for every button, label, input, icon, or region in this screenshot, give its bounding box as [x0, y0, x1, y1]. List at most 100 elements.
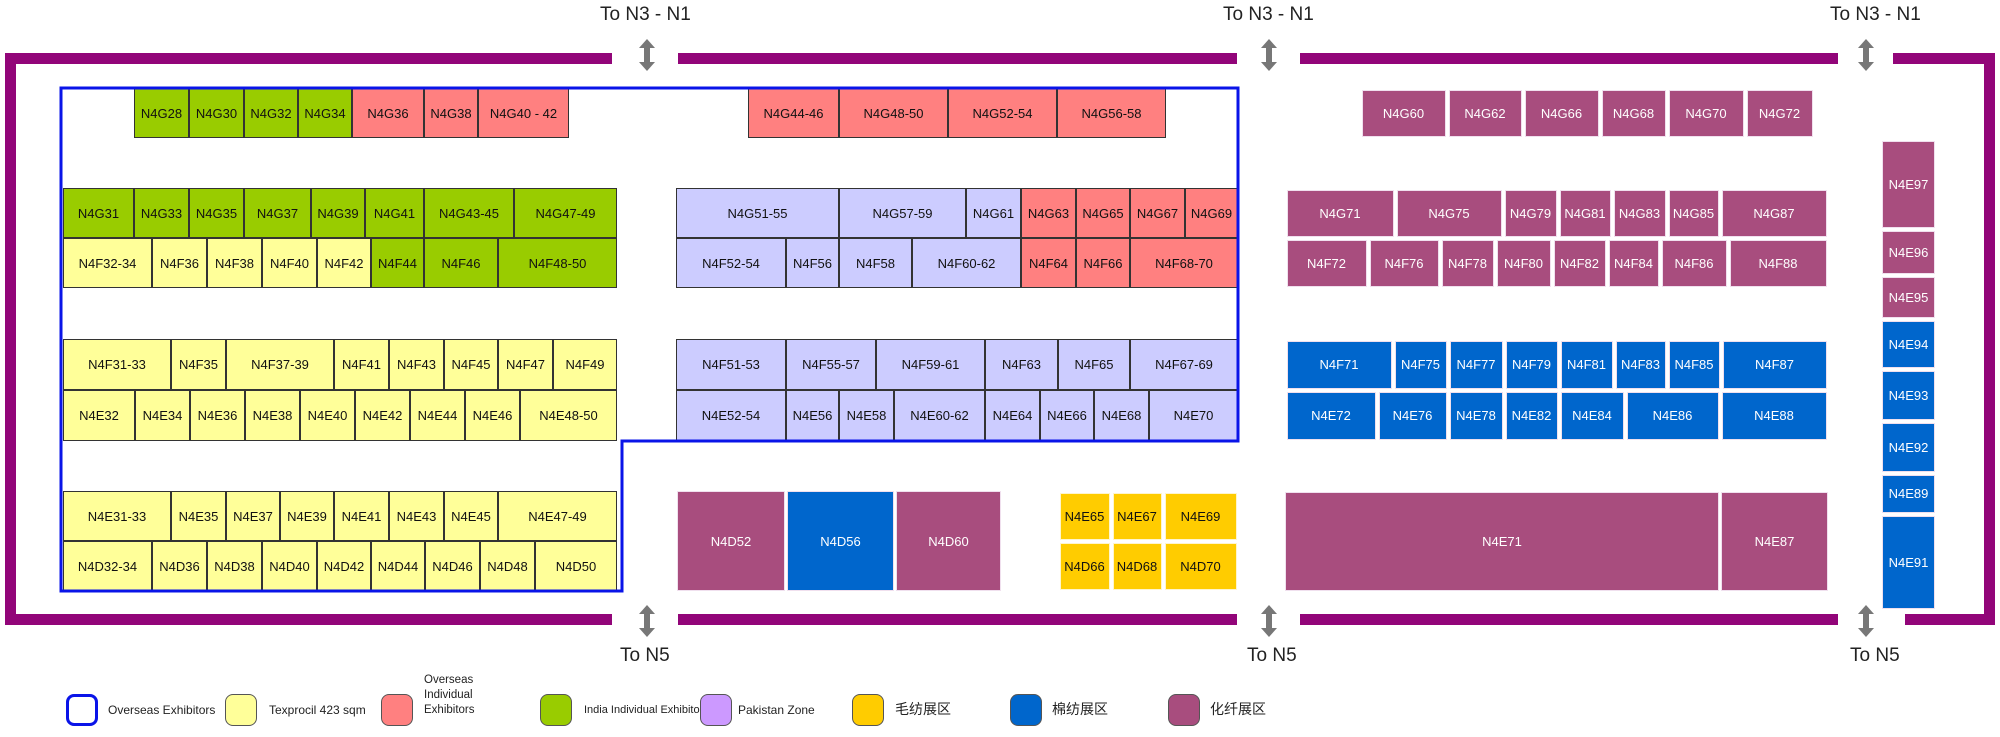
booth-n4e41[interactable]: N4E41: [334, 491, 389, 541]
booth-n4e36[interactable]: N4E36: [190, 390, 245, 441]
booth-n4f68-70[interactable]: N4F68-70: [1130, 238, 1238, 288]
booth-n4f58[interactable]: N4F58: [839, 238, 912, 288]
booth-n4g34[interactable]: N4G34: [298, 88, 352, 138]
booth-n4e96[interactable]: N4E96: [1882, 230, 1935, 274]
booth-n4e43[interactable]: N4E43: [389, 491, 444, 541]
booth-n4g81[interactable]: N4G81: [1559, 189, 1611, 237]
booth-n4e92[interactable]: N4E92: [1882, 422, 1935, 472]
booth-n4e64[interactable]: N4E64: [985, 390, 1040, 441]
booth-n4e67[interactable]: N4E67: [1112, 492, 1162, 540]
booth-n4f64[interactable]: N4F64: [1021, 238, 1076, 288]
booth-n4f80[interactable]: N4F80: [1496, 239, 1551, 287]
booth-n4g31[interactable]: N4G31: [63, 188, 134, 238]
booth-n4g38[interactable]: N4G38: [424, 88, 478, 138]
booth-n4g51-55[interactable]: N4G51-55: [676, 188, 839, 238]
booth-n4e34[interactable]: N4E34: [135, 390, 190, 441]
booth-n4f78[interactable]: N4F78: [1441, 239, 1494, 287]
booth-n4f31-33[interactable]: N4F31-33: [63, 339, 171, 390]
booth-n4e82[interactable]: N4E82: [1505, 391, 1558, 440]
booth-n4f67-69[interactable]: N4F67-69: [1130, 339, 1238, 390]
booth-n4f43[interactable]: N4F43: [389, 339, 444, 390]
booth-n4g65[interactable]: N4G65: [1076, 188, 1130, 238]
booth-n4f82[interactable]: N4F82: [1553, 239, 1606, 287]
booth-n4d70[interactable]: N4D70: [1164, 542, 1237, 590]
booth-n4f44[interactable]: N4F44: [371, 238, 424, 288]
booth-n4e93[interactable]: N4E93: [1882, 370, 1935, 420]
booth-n4g79[interactable]: N4G79: [1504, 189, 1557, 237]
booth-n4e84[interactable]: N4E84: [1560, 391, 1624, 440]
booth-n4e60-62[interactable]: N4E60-62: [894, 390, 985, 441]
booth-n4d48[interactable]: N4D48: [480, 541, 535, 591]
booth-n4g69[interactable]: N4G69: [1185, 188, 1238, 238]
booth-n4e42[interactable]: N4E42: [355, 390, 410, 441]
booth-n4e88[interactable]: N4E88: [1721, 391, 1827, 440]
booth-n4f42[interactable]: N4F42: [317, 238, 371, 288]
booth-n4f77[interactable]: N4F77: [1449, 340, 1503, 389]
booth-n4d36[interactable]: N4D36: [152, 541, 207, 591]
booth-n4g71[interactable]: N4G71: [1286, 189, 1394, 237]
booth-n4e35[interactable]: N4E35: [171, 491, 226, 541]
booth-n4e48-50[interactable]: N4E48-50: [520, 390, 617, 441]
booth-n4d32-34[interactable]: N4D32-34: [63, 541, 152, 591]
booth-n4g60[interactable]: N4G60: [1361, 89, 1446, 137]
booth-n4e72[interactable]: N4E72: [1286, 391, 1376, 440]
booth-n4g75[interactable]: N4G75: [1396, 189, 1502, 237]
booth-n4e68[interactable]: N4E68: [1094, 390, 1149, 441]
booth-n4f32-34[interactable]: N4F32-34: [63, 238, 152, 288]
booth-n4d42[interactable]: N4D42: [317, 541, 371, 591]
booth-n4f76[interactable]: N4F76: [1369, 239, 1439, 287]
booth-n4g39[interactable]: N4G39: [311, 188, 365, 238]
booth-n4f84[interactable]: N4F84: [1608, 239, 1659, 287]
booth-n4f35[interactable]: N4F35: [171, 339, 226, 390]
booth-n4g28[interactable]: N4G28: [134, 88, 189, 138]
booth-n4f59-61[interactable]: N4F59-61: [876, 339, 985, 390]
booth-n4f87[interactable]: N4F87: [1722, 340, 1827, 389]
booth-n4f41[interactable]: N4F41: [334, 339, 389, 390]
booth-n4f71[interactable]: N4F71: [1286, 340, 1392, 389]
booth-n4e46[interactable]: N4E46: [465, 390, 520, 441]
booth-n4g67[interactable]: N4G67: [1130, 188, 1185, 238]
booth-n4e32[interactable]: N4E32: [63, 390, 135, 441]
booth-n4g83[interactable]: N4G83: [1613, 189, 1666, 237]
booth-n4f63[interactable]: N4F63: [985, 339, 1058, 390]
booth-n4g62[interactable]: N4G62: [1448, 89, 1522, 137]
booth-n4e71[interactable]: N4E71: [1285, 492, 1719, 591]
booth-n4f45[interactable]: N4F45: [444, 339, 498, 390]
booth-n4g66[interactable]: N4G66: [1524, 89, 1599, 137]
booth-n4g72[interactable]: N4G72: [1746, 89, 1813, 137]
booth-n4e94[interactable]: N4E94: [1882, 320, 1935, 368]
booth-n4e91[interactable]: N4E91: [1882, 515, 1935, 609]
booth-n4f79[interactable]: N4F79: [1505, 340, 1558, 389]
booth-n4e70[interactable]: N4E70: [1149, 390, 1238, 441]
booth-n4g32[interactable]: N4G32: [244, 88, 298, 138]
booth-n4g68[interactable]: N4G68: [1601, 89, 1666, 137]
booth-n4e37[interactable]: N4E37: [226, 491, 280, 541]
booth-n4f88[interactable]: N4F88: [1729, 239, 1827, 287]
booth-n4g43-45[interactable]: N4G43-45: [424, 188, 514, 238]
booth-n4e76[interactable]: N4E76: [1378, 391, 1447, 440]
booth-n4f83[interactable]: N4F83: [1615, 340, 1666, 389]
booth-n4g44-46[interactable]: N4G44-46: [748, 88, 839, 138]
booth-n4g87[interactable]: N4G87: [1721, 189, 1827, 237]
booth-n4f86[interactable]: N4F86: [1661, 239, 1727, 287]
booth-n4d60[interactable]: N4D60: [896, 491, 1001, 591]
booth-n4d44[interactable]: N4D44: [371, 541, 425, 591]
booth-n4e40[interactable]: N4E40: [300, 390, 355, 441]
booth-n4e58[interactable]: N4E58: [839, 390, 894, 441]
booth-n4e44[interactable]: N4E44: [410, 390, 465, 441]
booth-n4e66[interactable]: N4E66: [1040, 390, 1094, 441]
booth-n4g63[interactable]: N4G63: [1021, 188, 1076, 238]
booth-n4f52-54[interactable]: N4F52-54: [676, 238, 786, 288]
booth-n4e52-54[interactable]: N4E52-54: [676, 390, 786, 441]
booth-n4e95[interactable]: N4E95: [1882, 276, 1935, 318]
booth-n4f38[interactable]: N4F38: [207, 238, 262, 288]
booth-n4g37[interactable]: N4G37: [244, 188, 311, 238]
booth-n4g48-50[interactable]: N4G48-50: [839, 88, 948, 138]
booth-n4f75[interactable]: N4F75: [1394, 340, 1447, 389]
booth-n4f81[interactable]: N4F81: [1560, 340, 1613, 389]
booth-n4g33[interactable]: N4G33: [134, 188, 189, 238]
booth-n4e39[interactable]: N4E39: [280, 491, 334, 541]
booth-n4g57-59[interactable]: N4G57-59: [839, 188, 966, 238]
booth-n4f46[interactable]: N4F46: [424, 238, 498, 288]
booth-n4g36[interactable]: N4G36: [352, 88, 424, 138]
